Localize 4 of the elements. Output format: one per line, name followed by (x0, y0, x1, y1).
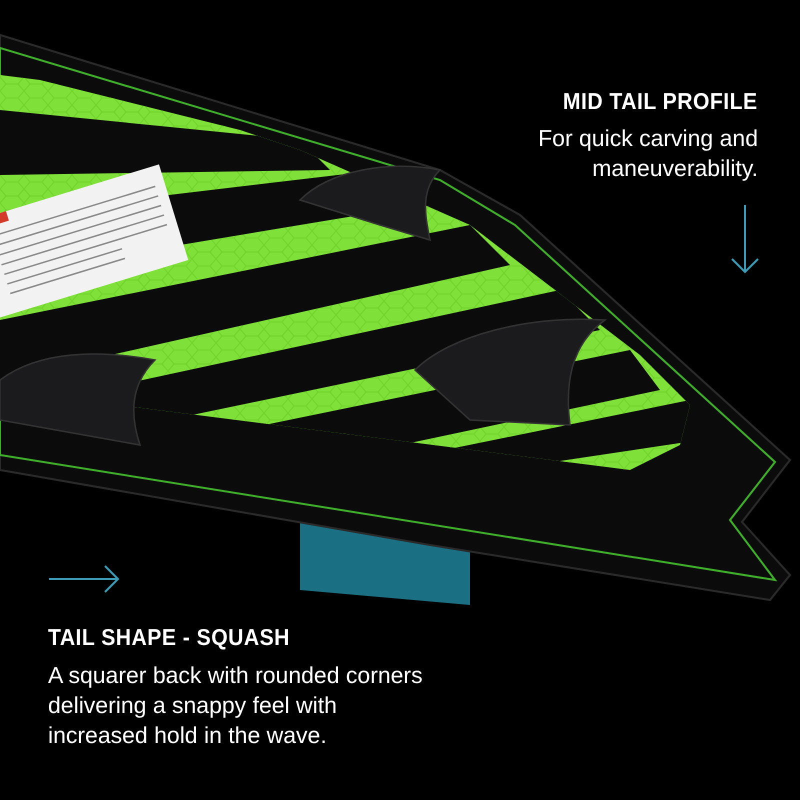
description-text: For quick carving and maneuverability. (537, 124, 758, 183)
description-text: A squarer back with rounded corners delivering a snappy feel with increased hold in the wave. (48, 661, 424, 750)
heading: MID TAIL PROFILE (563, 88, 758, 115)
heading: TAIL SHAPE - SQUASH (48, 624, 290, 651)
